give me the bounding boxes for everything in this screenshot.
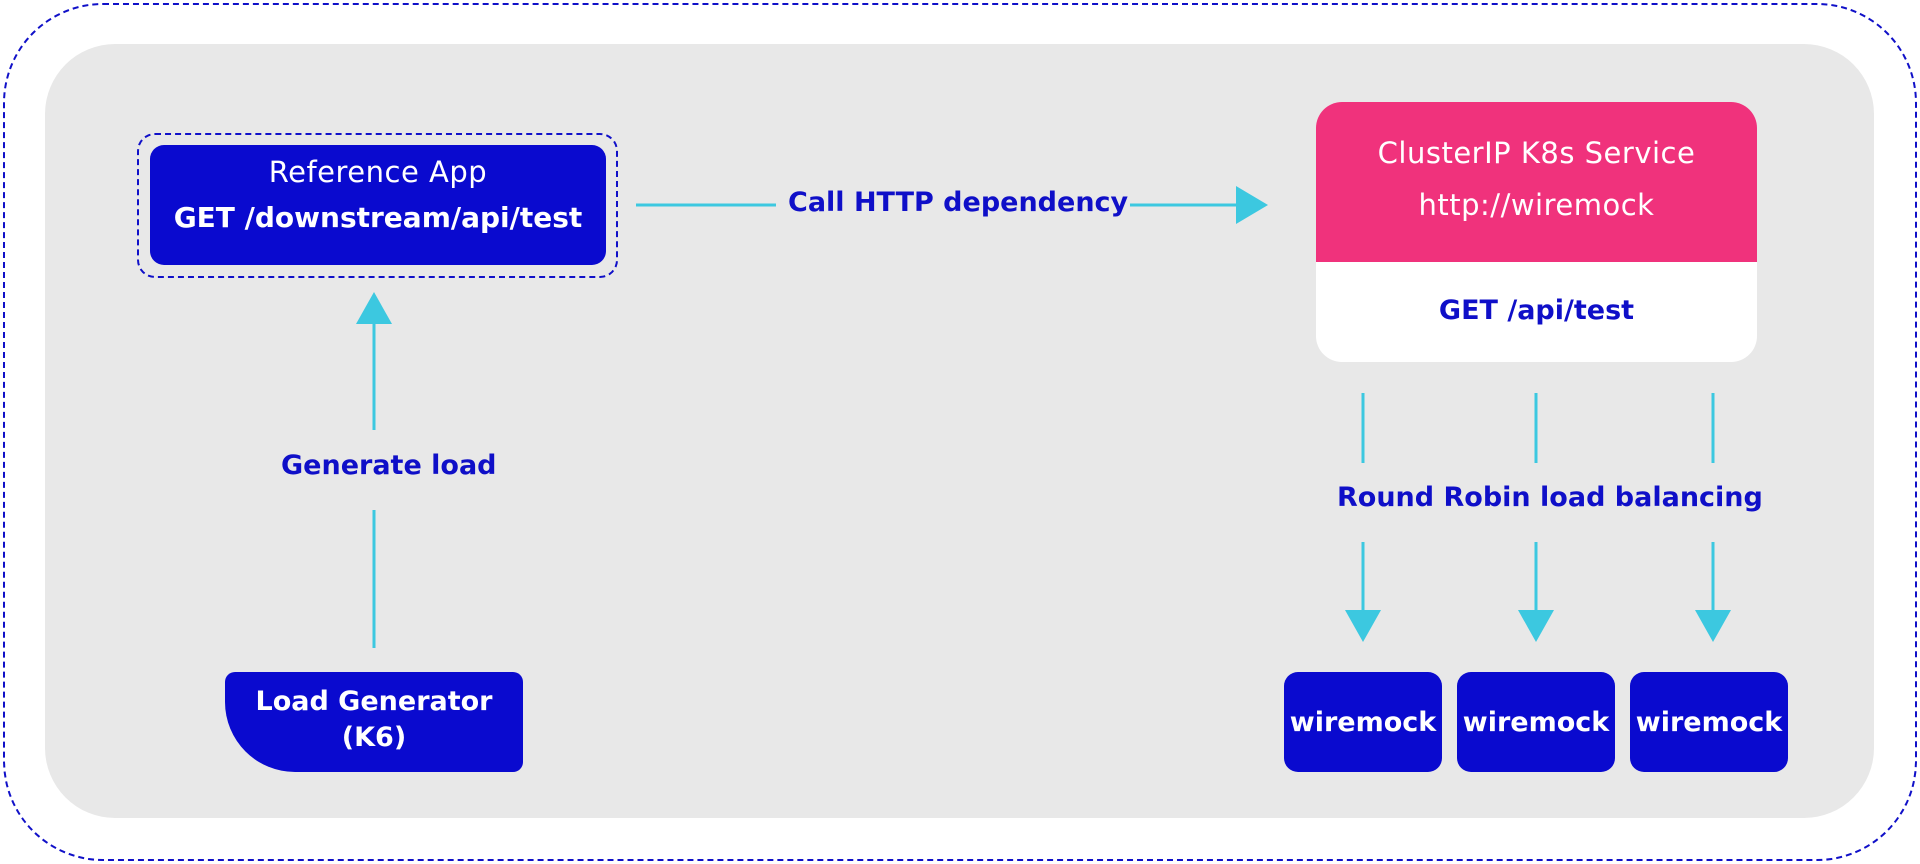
generate-load-label: Generate load [281, 450, 497, 481]
load-generator-title: Load Generator [255, 686, 493, 717]
reference-app-node: Reference App GET /downstream/api/test [150, 145, 606, 265]
reference-app-title: Reference App [268, 155, 488, 189]
wiremock-node-1: wiremock [1284, 672, 1442, 772]
service-url: http://wiremock [1418, 188, 1655, 222]
clusterip-service-node: ClusterIP K8s Service http://wiremock GE… [1316, 102, 1757, 362]
call-http-label: Call HTTP dependency [788, 187, 1129, 218]
call-http-arrowhead [1236, 186, 1268, 224]
rr-arrowhead-2 [1518, 610, 1554, 642]
cluster-boundary [3, 3, 1917, 861]
round-robin-label: Round Robin load balancing [1337, 482, 1763, 513]
reference-app-endpoint: GET /downstream/api/test [173, 201, 583, 234]
service-title: ClusterIP K8s Service [1377, 136, 1696, 170]
generate-load-arrowhead [356, 292, 392, 324]
rr-arrowhead-1 [1345, 610, 1381, 642]
wiremock-node-3: wiremock [1630, 672, 1788, 772]
load-generator-tool: (K6) [341, 722, 407, 753]
wiremock-node-2: wiremock [1457, 672, 1615, 772]
service-header: ClusterIP K8s Service http://wiremock [1316, 102, 1757, 262]
reference-app-boundary [137, 133, 618, 278]
service-endpoint: GET /api/test [1438, 295, 1635, 326]
load-generator-node: Load Generator (K6) [225, 672, 523, 772]
rr-arrowhead-3 [1695, 610, 1731, 642]
